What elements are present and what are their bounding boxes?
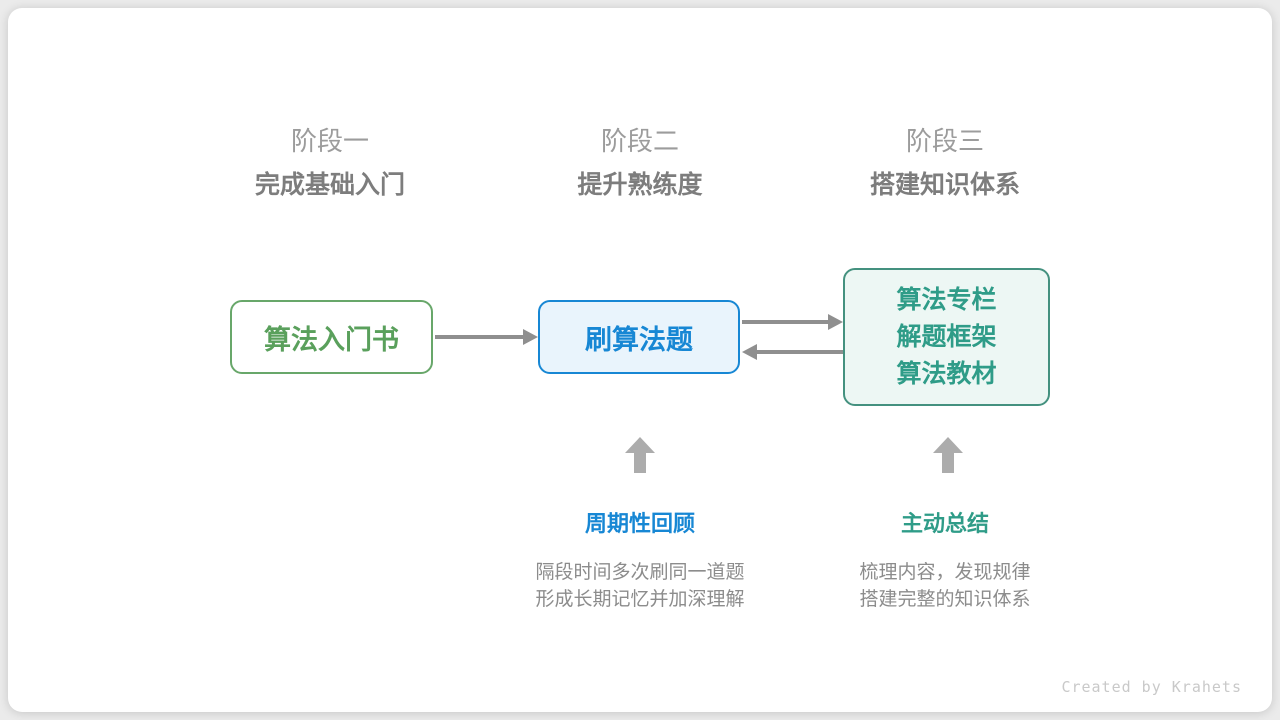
- node-practice-problems: 刷算法题: [538, 300, 740, 374]
- arrow-stem: [435, 335, 523, 339]
- arrow-head-right-icon: [828, 314, 843, 330]
- up-arrow-stem: [942, 453, 954, 473]
- annotation-review-title: 周期性回顾: [584, 511, 695, 536]
- node-resource-column: 算法专栏: [896, 285, 997, 314]
- node-intro-book-label: 算法入门书: [264, 324, 399, 355]
- up-arrow-head-icon: [625, 437, 655, 453]
- stage-2-header: 阶段二 提升熟练度: [480, 126, 800, 200]
- stage-3-label: 阶段三: [905, 126, 984, 156]
- arrow-head-left-icon: [742, 344, 757, 360]
- arrow-stem: [757, 350, 843, 354]
- arrow-stem: [742, 320, 828, 324]
- diagram-card: 阶段一 完成基础入门 阶段二 提升熟练度 阶段三 搭建知识体系 算法入门书 刷算…: [8, 8, 1272, 712]
- node-knowledge-resources: 算法专栏 解题框架 算法教材: [843, 268, 1050, 406]
- node-practice-problems-label: 刷算法题: [585, 324, 693, 355]
- annotation-review-description: 隔段时间多次刷同一道题 形成长期记忆并加深理解: [470, 559, 810, 613]
- annotation-review-line-1: 隔段时间多次刷同一道题: [535, 562, 745, 583]
- arrow-head-right-icon: [523, 329, 538, 345]
- up-arrow-stem: [634, 453, 646, 473]
- annotation-summarize-line-2: 搭建完整的知识体系: [859, 589, 1031, 610]
- stage-3-header: 阶段三 搭建知识体系: [785, 126, 1105, 200]
- annotation-review-line-2: 形成长期记忆并加深理解: [535, 589, 745, 610]
- stage-1-subtitle: 完成基础入门: [254, 171, 405, 199]
- arrow-node3-to-node2-icon: [742, 344, 843, 360]
- up-arrow-review-icon: [625, 437, 655, 473]
- credit-text: Created by Krahets: [1061, 678, 1242, 696]
- stage-2-subtitle: 提升熟练度: [577, 171, 703, 199]
- arrow-node1-to-node2-icon: [435, 329, 538, 345]
- annotation-summarize-title: 主动总结: [900, 511, 989, 536]
- up-arrow-summarize-icon: [933, 437, 963, 473]
- node-resource-framework: 解题框架: [896, 322, 997, 351]
- stage-1-label: 阶段一: [290, 126, 369, 156]
- annotation-summarize-description: 梳理内容，发现规律 搭建完整的知识体系: [775, 559, 1115, 613]
- node-resource-textbook: 算法教材: [896, 359, 997, 388]
- stage-1-header: 阶段一 完成基础入门: [170, 126, 490, 200]
- stage-3-subtitle: 搭建知识体系: [869, 171, 1020, 199]
- arrow-node2-to-node3-icon: [742, 314, 843, 330]
- node-intro-book: 算法入门书: [230, 300, 433, 374]
- stage-2-label: 阶段二: [600, 126, 679, 156]
- up-arrow-head-icon: [933, 437, 963, 453]
- annotation-summarize-line-1: 梳理内容，发现规律: [859, 562, 1031, 583]
